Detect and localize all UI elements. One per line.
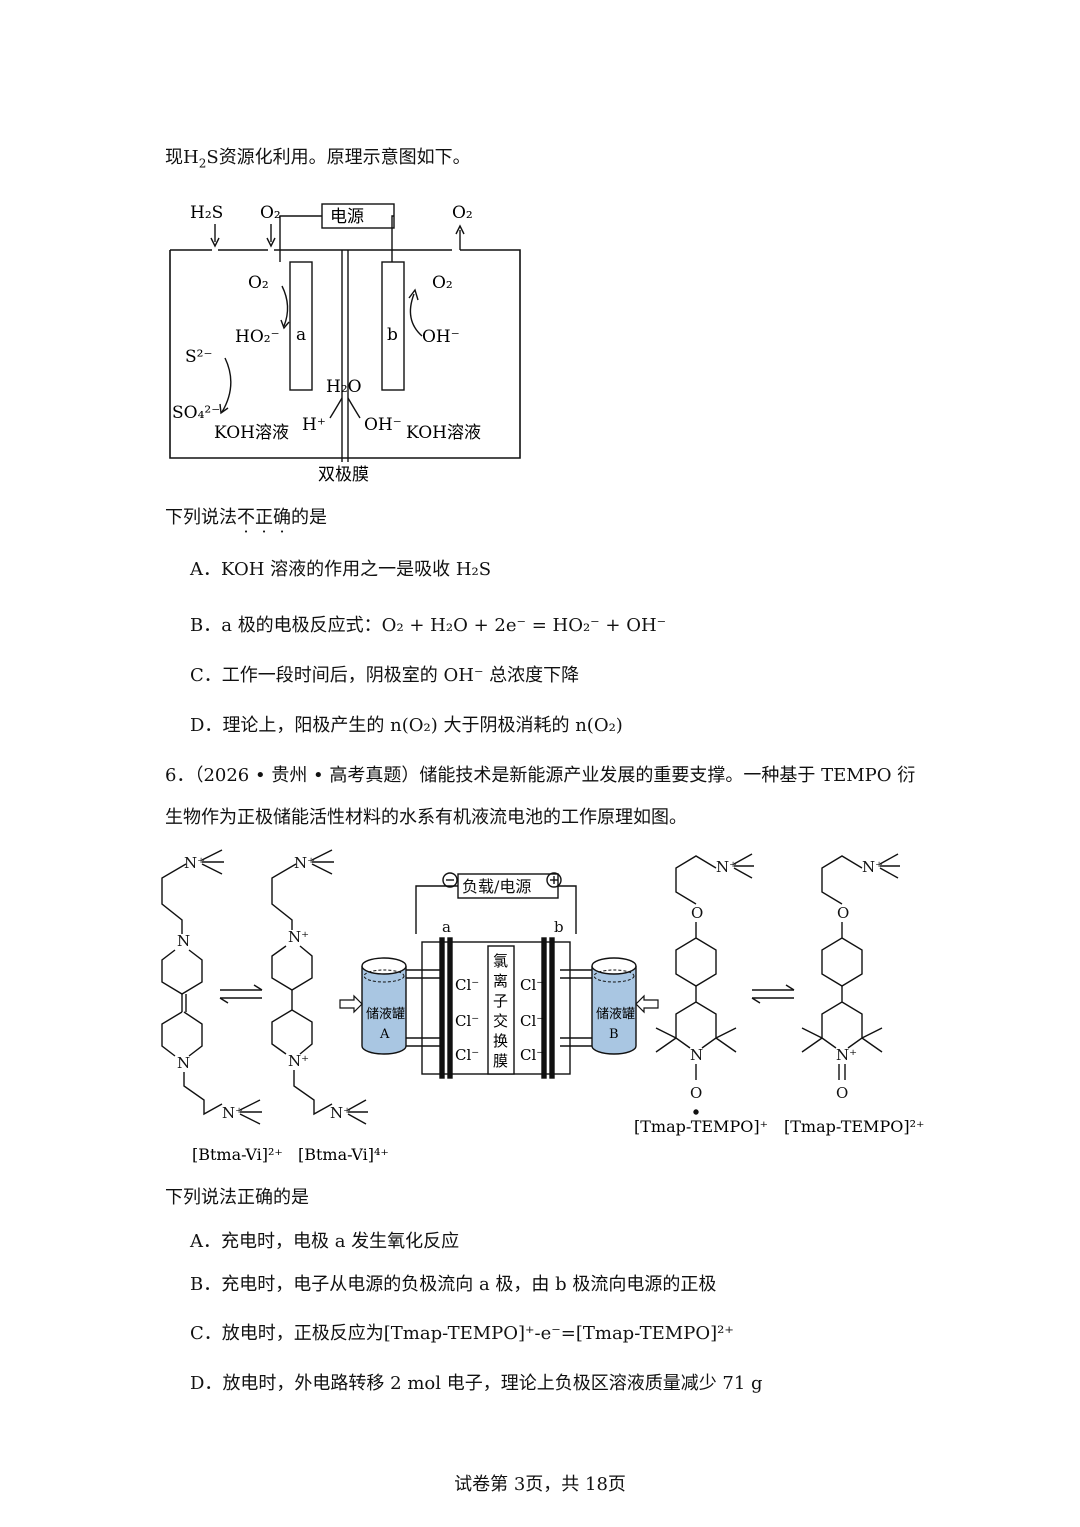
o2-in-label: O₂	[260, 203, 281, 223]
svg-text:N⁺: N⁺	[836, 1046, 857, 1064]
q6-question: 下列说法正确的是	[165, 1187, 309, 1208]
svg-text:O: O	[691, 904, 703, 922]
page-footer: 试卷第 3页，共 18页	[454, 1474, 626, 1495]
cl-label-left-2: Cl⁻	[455, 1012, 479, 1030]
tmap-tempo-2plus-label: [Tmap-TEMPO]²⁺	[784, 1117, 924, 1136]
svg-text:B: B	[609, 1027, 619, 1042]
so4-label: SO₄²⁻	[172, 403, 220, 423]
q6-option-c[interactable]: C．放电时，正极反应为[Tmap-TEMPO]⁺-e⁻=[Tmap-TEMPO]…	[190, 1323, 734, 1344]
ho2-label: HO₂⁻	[235, 327, 280, 347]
h2o-label: H₂O	[326, 377, 362, 397]
q5-option-a[interactable]: A．KOH 溶液的作用之一是吸收 H₂S	[190, 559, 492, 580]
svg-text:储液罐: 储液罐	[366, 1007, 405, 1022]
svg-text:A: A	[379, 1027, 390, 1042]
svg-text:N⁺: N⁺	[288, 1052, 309, 1070]
svg-text:N: N	[690, 1046, 703, 1064]
svg-text:储液罐: 储液罐	[596, 1007, 635, 1022]
svg-text:N⁺: N⁺	[184, 854, 205, 872]
svg-text:N⁺: N⁺	[288, 928, 309, 946]
svg-text:子: 子	[493, 992, 508, 1010]
svg-text:N⁺: N⁺	[222, 1104, 243, 1122]
electrode-a-label: a	[442, 918, 451, 936]
membrane-label: 氯 离 子 交 换 膜	[493, 952, 508, 1070]
tank-b: 储液罐 B	[591, 957, 659, 1055]
svg-text:N: N	[177, 932, 190, 950]
s2-label: S²⁻	[185, 347, 212, 367]
q5-option-b[interactable]: B．a 极的电极反应式：O₂ + H₂O + 2e⁻ = HO₂⁻ + OH⁻	[190, 615, 667, 636]
o2-left-label: O₂	[248, 273, 269, 293]
svg-text:O: O	[836, 1084, 848, 1102]
btma-vi-2plus-structure: N⁺ N N N⁺	[161, 849, 262, 1125]
electrode-a-label: a	[296, 325, 306, 345]
q5-question: 下列说法不正确的是	[165, 506, 327, 530]
h-plus-label: H⁺	[302, 415, 326, 435]
q6-stem-line1: 6．（2026 • 贵州 • 高考真题）储能技术是新能源产业发展的重要支撑。一种…	[165, 765, 916, 786]
power-label: 电源	[330, 207, 364, 227]
svg-text:N⁺: N⁺	[862, 858, 883, 876]
svg-text:交: 交	[493, 1012, 508, 1030]
q6-option-b[interactable]: B．充电时，电子从电源的负极流向 a 极，由 b 极流向电源的正极	[190, 1274, 717, 1295]
svg-text:O: O	[837, 904, 849, 922]
tmap-tempo-plus-structure: N⁺ O N O	[655, 853, 754, 1115]
membrane-label: 双极膜	[318, 465, 369, 485]
q6-option-d[interactable]: D．放电时，外电路转移 2 mol 电子，理论上负极区溶液质量减少 71 g	[190, 1373, 763, 1394]
tank-a: 储液罐 A	[339, 957, 407, 1055]
electrode-b-label: b	[387, 325, 398, 345]
o2-out-label: O₂	[452, 203, 473, 223]
oh-mid-label: OH⁻	[364, 415, 402, 435]
oh-right-label: OH⁻	[422, 327, 460, 347]
svg-text:N: N	[177, 1054, 190, 1072]
load-label: 负载/电源	[462, 877, 531, 896]
q5-option-d[interactable]: D．理论上，阳极产生的 n(O₂) 大于阴极消耗的 n(O₂)	[190, 715, 623, 736]
cl-label-left-1: Cl⁻	[455, 976, 479, 994]
svg-text:N⁺: N⁺	[716, 858, 737, 876]
svg-text:换: 换	[493, 1032, 508, 1050]
btma-vi-4plus-label: [Btma-Vi]⁴⁺	[298, 1145, 389, 1164]
cl-label-right-3: Cl⁻	[520, 1046, 544, 1064]
svg-text:N⁺: N⁺	[330, 1104, 351, 1122]
btma-vi-2plus-label: [Btma-Vi]²⁺	[192, 1145, 283, 1164]
q6-stem-line2: 生物作为正极储能活性材料的水系有机液流电池的工作原理如图。	[165, 807, 687, 828]
q5-intro: 现H2S资源化利用。原理示意图如下。	[165, 147, 471, 171]
q5-option-c[interactable]: C．工作一段时间后，阴极室的 OH⁻ 总浓度下降	[190, 665, 580, 686]
electrode-b-label: b	[554, 918, 564, 936]
cl-label-right-1: Cl⁻	[520, 976, 544, 994]
svg-text:N⁺: N⁺	[294, 854, 315, 872]
h2s-label: H₂S	[190, 203, 223, 223]
svg-text:氯: 氯	[493, 952, 508, 970]
q6-option-a[interactable]: A．充电时，电极 a 发生氧化反应	[190, 1231, 460, 1252]
o2-right-label: O₂	[432, 273, 453, 293]
cl-label-right-2: Cl⁻	[520, 1012, 544, 1030]
koh-right-label: KOH溶液	[406, 423, 481, 443]
tmap-tempo-2plus-structure: N⁺ O N⁺ O	[801, 853, 900, 1102]
svg-text:离: 离	[493, 972, 508, 990]
koh-left-label: KOH溶液	[214, 423, 289, 443]
q5-electrolysis-diagram: H₂S O₂ 电源 O₂ a b 双极膜 O₂ HO₂⁻ S²⁻ SO₄²⁻ K…	[169, 203, 521, 485]
svg-text:O: O	[690, 1084, 702, 1102]
svg-text:膜: 膜	[493, 1052, 508, 1070]
battery-cell: 负载/电源 a b	[402, 872, 598, 1079]
q6-flow-battery-diagram: N⁺ N N N⁺ N⁺ N⁺ N⁺ N⁺ [Btma-Vi]²⁺ [Btma-…	[161, 849, 924, 1164]
btma-vi-4plus-structure: N⁺ N⁺ N⁺ N⁺	[271, 849, 368, 1125]
tmap-tempo-plus-label: [Tmap-TEMPO]⁺	[634, 1117, 768, 1136]
cl-label-left-3: Cl⁻	[455, 1046, 479, 1064]
